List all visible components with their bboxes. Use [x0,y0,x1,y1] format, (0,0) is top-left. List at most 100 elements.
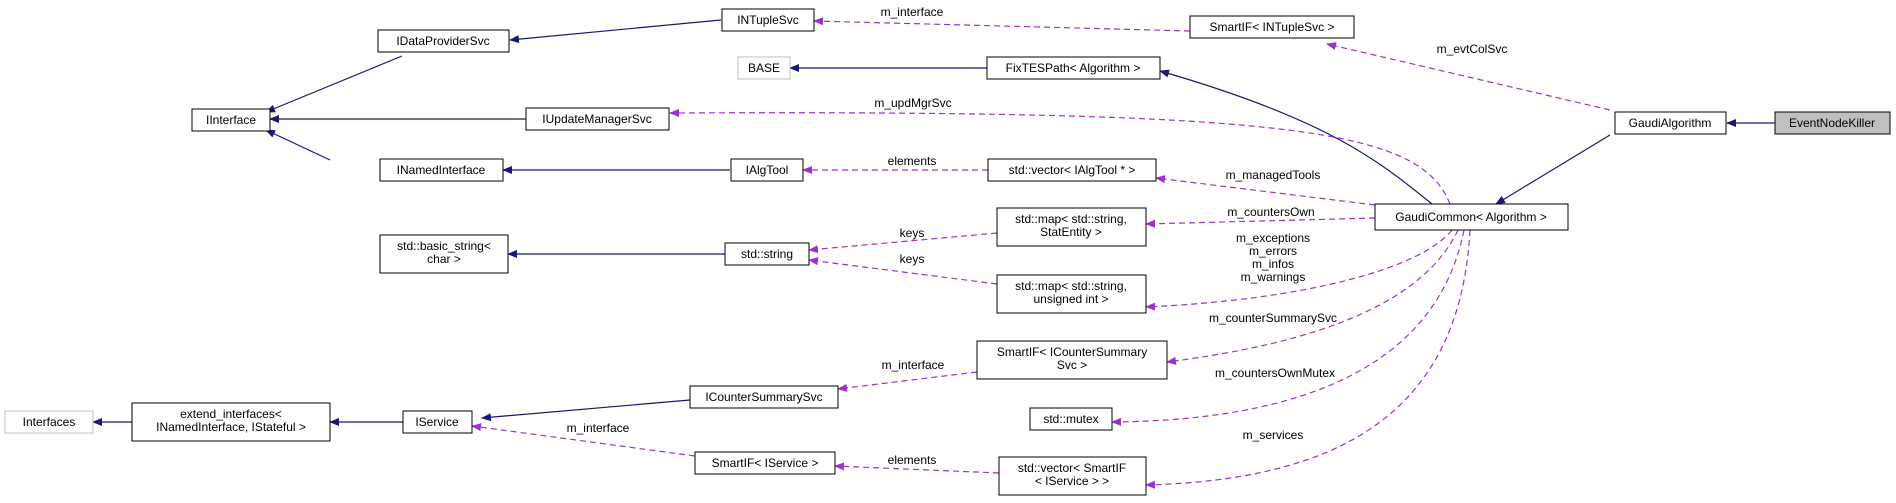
label-elements-tool: elements [888,154,937,168]
node-label: IUpdateManagerSvc [542,112,651,126]
node-smartif-ntuple[interactable]: SmartIF< INTupleSvc > [1189,15,1355,39]
label-line: std::mutex [1043,412,1098,426]
node-countersummarysvc[interactable]: ICounterSummarySvc [689,385,839,409]
node-label: std::map< std::string,unsigned int > [1015,279,1127,306]
node-ntuplesvc[interactable]: INTupleSvc [721,8,815,32]
node-algtool[interactable]: IAlgTool [730,158,804,182]
label-line: std::basic_string< [397,239,491,253]
node-label: extend_interfaces<INamedInterface, IStat… [156,407,306,434]
label-line: SmartIF< ICounterSummary [997,345,1147,359]
label-line: std::map< std::string, [1015,279,1127,293]
node-base[interactable]: BASE [737,56,791,80]
node-gaudialgorithm[interactable]: GaudiAlgorithm [1614,111,1727,135]
label-line: elements [888,154,937,168]
node-map-statentity[interactable]: std::map< std::string,StatEntity > [996,207,1147,247]
label-line: INTupleSvc [737,13,799,27]
edge-smartif-ntuple-to-ntuplesvc [813,17,1191,32]
label-managed-tools: m_managedTools [1226,168,1321,182]
label-line: m_exceptions [1236,231,1310,245]
label-updmgrsvc: m_updMgrSvc [874,96,951,110]
edge-gaudicommon-to-map-uint [1145,229,1453,311]
edge-ntuplesvc-to-dataprovidersvc [509,19,722,44]
edge-smartif-iservice-to-iservice [471,423,696,457]
label-line: keys [900,252,925,266]
edge-namedinterface-to-iinterface [265,129,331,161]
node-stdstring[interactable]: std::string [724,242,810,266]
label-line: m_managedTools [1226,168,1321,182]
node-vector-smartif[interactable]: std::vector< SmartIF< IService > > [998,456,1147,496]
node-interfaces[interactable]: Interfaces [4,410,94,434]
node-label: IAlgTool [746,163,789,177]
label-service-interface: m_interface [567,421,630,435]
node-mutex[interactable]: std::mutex [1029,407,1113,431]
label-line: INamedInterface [397,163,486,177]
label-line: EventNodeKiller [1789,116,1875,130]
label-line: m_countersOwnMutex [1215,366,1335,380]
label-line: SmartIF< INTupleSvc > [1210,20,1335,34]
node-iinterface[interactable]: IInterface [191,108,271,132]
node-map-uint[interactable]: std::map< std::string,unsigned int > [996,274,1147,314]
label-elements-service: elements [888,453,937,467]
edge-smartif-countersummary-to-countersummarysvc [837,371,978,392]
node-label: FixTESPath< Algorithm > [1006,61,1141,75]
label-line: m_updMgrSvc [874,96,951,110]
node-label: INTupleSvc [737,13,799,27]
label-line: m_services [1243,428,1304,442]
label-services: m_services [1243,428,1304,442]
edge-labels: m_interface m_evtColSvc m_updMgrSvc elem… [567,5,1508,467]
label-line: < IService > > [1035,474,1109,488]
label-line: keys [900,226,925,240]
node-basicstring[interactable]: std::basic_string<char > [379,234,509,274]
label-line: m_errors [1249,244,1297,258]
label-line: IAlgTool [746,163,789,177]
label-line: FixTESPath< Algorithm > [1006,61,1141,75]
node-label: EventNodeKiller [1789,116,1875,130]
node-label: IService [415,415,459,429]
node-eventnodekiller[interactable]: EventNodeKiller [1774,111,1891,135]
label-countersummary-interface: m_interface [882,358,945,372]
label-line: m_countersOwn [1227,205,1314,219]
node-label: GaudiAlgorithm [1629,116,1712,130]
node-dataprovidersvc[interactable]: IDataProviderSvc [377,29,510,53]
edge-countersummarysvc-to-iservice [481,399,691,422]
node-extendinterfaces[interactable]: extend_interfaces<INamedInterface, IStat… [131,402,331,442]
label-evtcolsvc: m_evtColSvc [1437,42,1508,56]
label-line: BASE [748,61,780,75]
label-line: m_counterSummarySvc [1209,311,1337,325]
label-line: SmartIF< IService > [712,456,819,470]
node-gaudicommon[interactable]: GaudiCommon< Algorithm > [1374,203,1569,231]
label-line: m_evtColSvc [1437,42,1508,56]
node-label: std::string [741,247,793,261]
label-ntuple-interface: m_interface [881,5,944,19]
node-label: std::map< std::string,StatEntity > [1015,212,1127,239]
label-line: m_interface [882,358,945,372]
node-smartif-iservice[interactable]: SmartIF< IService > [694,451,836,475]
node-vector-algtool[interactable]: std::vector< IAlgTool * > [987,158,1157,182]
node-iservice[interactable]: IService [402,410,473,434]
node-label: std::mutex [1043,412,1098,426]
label-keys-2: keys [900,252,925,266]
label-line: std::map< std::string, [1015,212,1127,226]
edge-gaudicommon-to-updatemanagersvc [669,108,1451,205]
label-line: unsigned int > [1033,292,1108,306]
edge-gaudicommon-to-fixtespath [1159,69,1433,205]
node-fixtespath[interactable]: FixTESPath< Algorithm > [986,56,1161,80]
inheritance-edges [92,19,1775,426]
node-updatemanagersvc[interactable]: IUpdateManagerSvc [525,107,670,131]
label-keys-1: keys [900,226,925,240]
usage-edges [471,17,1611,489]
label-line: IService [415,415,459,429]
label-line: m_interface [881,5,944,19]
node-namedinterface[interactable]: INamedInterface [379,158,504,182]
label-line: IInterface [206,113,256,127]
node-label: IInterface [206,113,256,127]
class-nodes: INTupleSvc IDataProviderSvc IInterface B… [4,8,1891,496]
label-line: m_infos [1252,257,1294,271]
label-line: Svc > [1057,358,1087,372]
label-line: std::vector< SmartIF [1018,461,1126,475]
edge-gaudicommon-to-map-statentity [1145,217,1376,228]
